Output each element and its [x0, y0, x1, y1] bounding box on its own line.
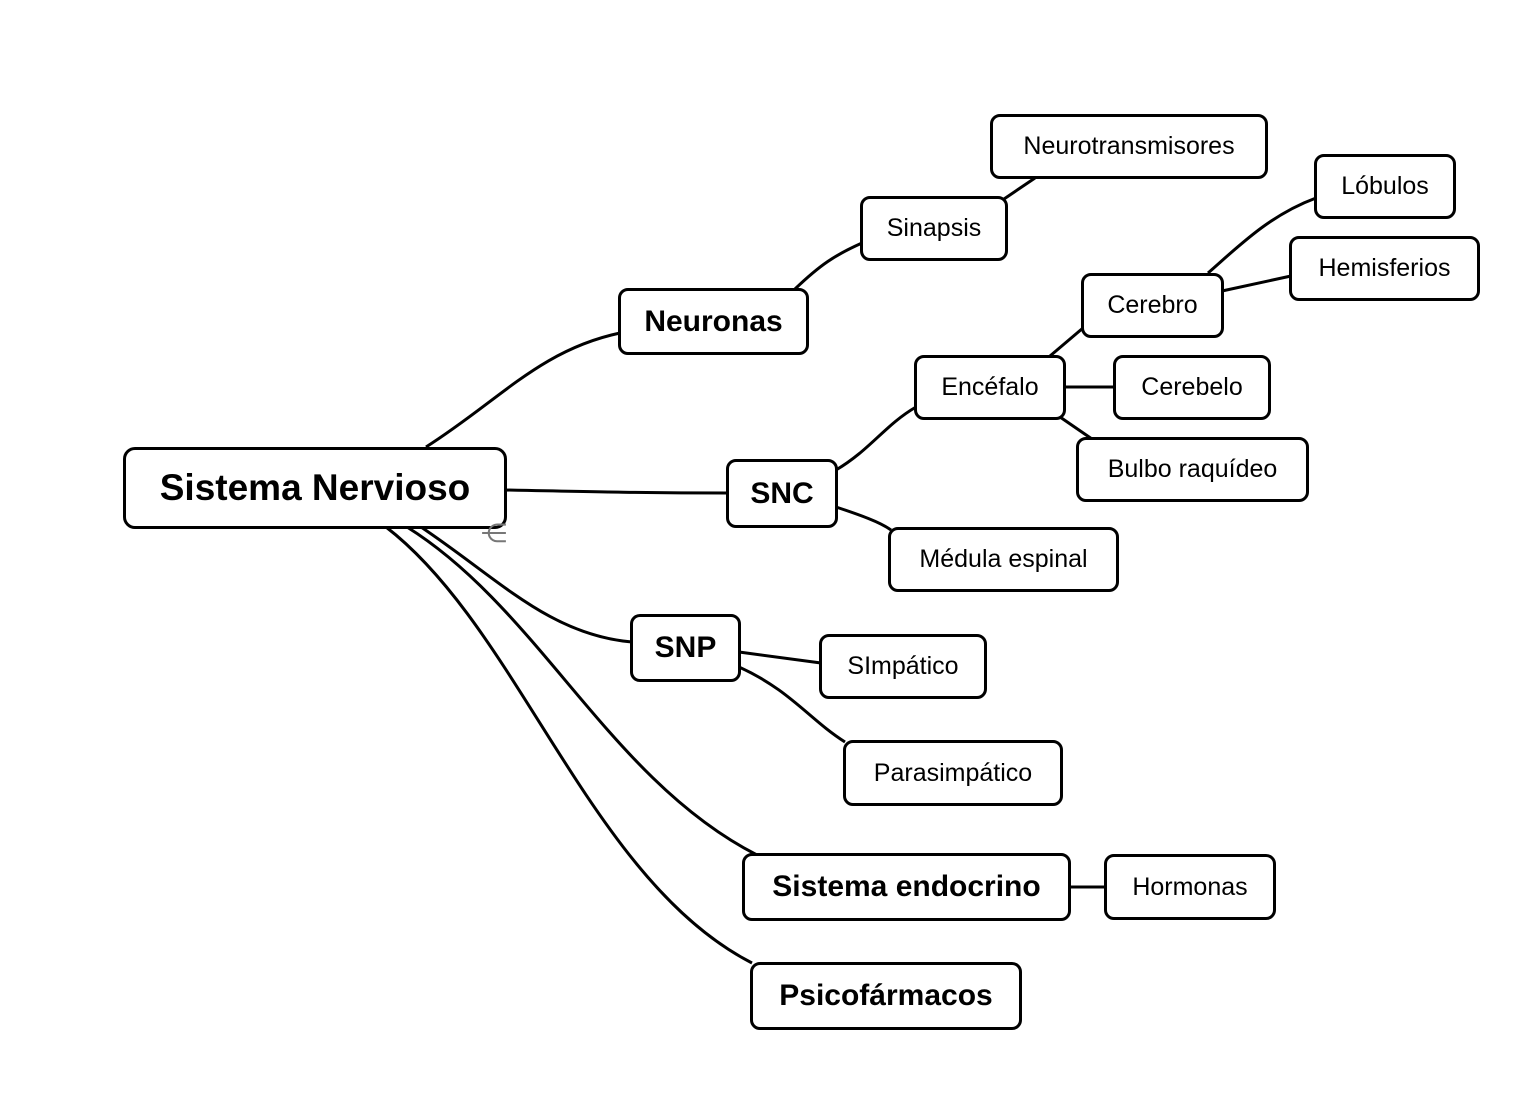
node-label: Médula espinal	[919, 545, 1088, 573]
node-label: SNP	[654, 631, 717, 664]
node-label: Sinapsis	[886, 214, 982, 242]
connector-root-snp	[420, 525, 633, 644]
node-label: Sistema endocrino	[772, 870, 1041, 903]
node-parasimpatico[interactable]: Parasimpático	[843, 740, 1063, 806]
node-sistema-endocrino[interactable]: Sistema endocrino	[742, 853, 1071, 921]
connector-root-neuronas	[425, 331, 621, 449]
node-label: Neuronas	[644, 304, 783, 338]
node-label: SImpático	[847, 652, 959, 680]
node-psicofarmacos[interactable]: Psicofármacos	[750, 962, 1022, 1030]
connector-cerebro-lobulos	[1207, 196, 1317, 275]
node-neuronas[interactable]: Neuronas	[618, 288, 809, 355]
node-hemisferios[interactable]: Hemisferios	[1289, 236, 1480, 301]
node-label: Sistema Nervioso	[159, 467, 471, 508]
node-cerebro[interactable]: Cerebro	[1081, 273, 1224, 338]
node-label: Lóbulos	[1341, 172, 1429, 200]
node-label: Hormonas	[1132, 872, 1248, 901]
node-neurotransmisores[interactable]: Neurotransmisores	[990, 114, 1268, 179]
node-encefalo[interactable]: Encéfalo	[914, 355, 1066, 420]
node-medula-espinal[interactable]: Médula espinal	[888, 527, 1119, 592]
collapse-toggle-icon[interactable]: ⋲	[481, 518, 507, 548]
connector-encefalo-bulbo	[1059, 415, 1093, 441]
node-bulbo-raquideo[interactable]: Bulbo raquídeo	[1076, 437, 1309, 502]
node-label: Encéfalo	[941, 373, 1039, 401]
node-simpatico[interactable]: SImpático	[819, 634, 987, 699]
connector-snc-medula	[835, 505, 892, 532]
node-snp[interactable]: SNP	[630, 614, 741, 682]
node-label: SNC	[750, 476, 814, 510]
node-label: Psicofármacos	[779, 979, 993, 1012]
node-label: Bulbo raquídeo	[1107, 455, 1278, 483]
root-node-sistema-nervioso[interactable]: Sistema Nervioso	[123, 447, 507, 529]
connector-snp-parasimpatico	[738, 665, 846, 744]
connector-root-psicofarmacos	[385, 525, 753, 965]
node-label: Cerebro	[1107, 291, 1198, 319]
node-label: Cerebelo	[1141, 373, 1243, 401]
node-label: Hemisferios	[1318, 254, 1451, 282]
node-hormonas[interactable]: Hormonas	[1104, 854, 1276, 920]
connector-cerebro-hemisferios	[1221, 274, 1292, 293]
node-label: Neurotransmisores	[1023, 132, 1235, 160]
node-lobulos[interactable]: Lóbulos	[1314, 154, 1456, 219]
connector-snc-encefalo	[835, 405, 917, 472]
node-sinapsis[interactable]: Sinapsis	[860, 196, 1008, 261]
connector-neuronas-sinapsis	[793, 241, 863, 291]
connector-sinapsis-neurotransmisores	[1003, 176, 1036, 201]
node-cerebelo[interactable]: Cerebelo	[1113, 355, 1271, 420]
node-snc[interactable]: SNC	[726, 459, 838, 528]
connector-root-snc	[505, 488, 729, 495]
connector-root-endocrino	[406, 525, 758, 857]
connector-snp-simpatico	[738, 650, 822, 665]
connector-encefalo-cerebro	[1049, 326, 1084, 358]
node-label: Parasimpático	[873, 758, 1033, 787]
